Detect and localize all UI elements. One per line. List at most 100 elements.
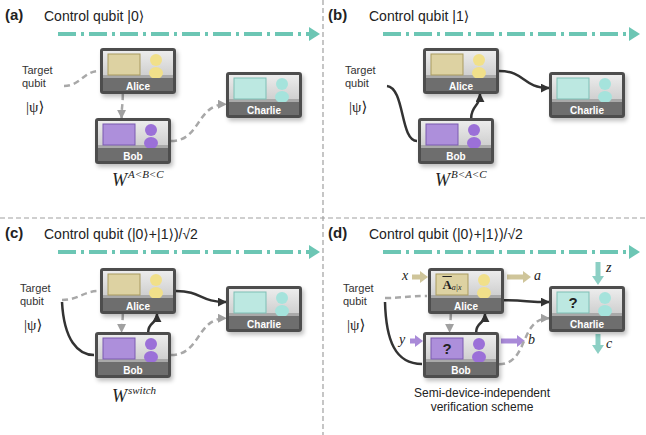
outcome-label: b (528, 332, 535, 348)
qubit-path (62, 302, 94, 355)
arrowhead (523, 271, 531, 283)
floor (98, 359, 168, 375)
qubit-path-connector (122, 314, 123, 332)
control-arrow (58, 250, 310, 254)
lab-box: Bob (418, 118, 494, 164)
qubit-path-connector (450, 314, 451, 332)
device-block (436, 274, 468, 295)
order-superscript: A<B<C (128, 168, 164, 180)
process-symbol: W (112, 386, 127, 407)
control-label: Control qubit (|0⟩+|1⟩)/√2 (369, 226, 523, 242)
order-superscript: switch (128, 384, 156, 396)
person-head (473, 338, 485, 350)
floor (426, 75, 496, 91)
arrowhead (309, 27, 320, 41)
control-label: Control qubit |0⟩ (44, 8, 144, 24)
qubit-path-connector (176, 291, 226, 302)
party-name: Bob (451, 365, 470, 376)
qubit-path (64, 71, 99, 86)
lab-box: ?Bob (423, 332, 499, 378)
name-strip: Alice (426, 78, 496, 91)
device-block (557, 292, 589, 313)
lab-box: ? Charlie (549, 286, 625, 332)
target-label: Target qubit (343, 282, 381, 308)
floor (552, 99, 622, 115)
party-name: Alice (126, 81, 150, 92)
control-arrow (383, 32, 630, 36)
control-label: Control qubit (|0⟩+|1⟩)/√2 (44, 226, 198, 242)
qubit-path-connector (122, 94, 123, 118)
arrowhead (415, 335, 423, 347)
person-head (276, 292, 288, 304)
panel-separator (0, 217, 646, 218)
floor (103, 295, 173, 311)
order-superscript: B<A<C (451, 168, 487, 180)
party-name: Alice (454, 301, 478, 312)
name-strip: Charlie (229, 316, 299, 329)
qubit-path (387, 86, 417, 141)
target-label: Target qubit (345, 64, 383, 90)
qubit-path (385, 302, 422, 364)
panel-letter: (c) (5, 224, 23, 241)
panel-letter: (a) (5, 6, 23, 23)
party-name: Charlie (247, 319, 281, 330)
lab-box: Alice (423, 48, 499, 94)
device-block (108, 274, 140, 295)
qubit-path-connector (476, 314, 485, 332)
device-block (108, 54, 140, 75)
device-symbol: ? (442, 340, 451, 357)
floor (103, 75, 173, 91)
floor (431, 295, 501, 311)
arrowhead (629, 27, 640, 41)
name-strip: Bob (98, 148, 168, 161)
state-label: |ψ⟩ (349, 98, 367, 116)
party-name: Charlie (570, 105, 604, 116)
lab-box: Charlie (226, 72, 302, 118)
qubit-path-connector (471, 94, 480, 118)
device-label: ? (557, 292, 589, 313)
qubit-path (62, 291, 99, 300)
qubit-path-connector (499, 71, 549, 88)
device-block (426, 124, 458, 145)
name-strip: Bob (98, 362, 168, 375)
lab-box: Bob (95, 332, 171, 378)
qubit-path-connector (171, 104, 226, 141)
person-head (150, 274, 162, 286)
setting-label: x (402, 268, 408, 284)
arrowhead (629, 245, 640, 259)
party-name: Charlie (570, 319, 604, 330)
lab-box: Alice (100, 268, 176, 314)
person-head (599, 292, 611, 304)
name-strip: Alice (103, 78, 173, 91)
device-subscript: a|x (452, 283, 462, 292)
party-name: Alice (449, 81, 473, 92)
person-head (478, 274, 490, 286)
control-arrow (383, 250, 630, 254)
panel-letter: (b) (328, 6, 347, 23)
name-strip: Charlie (552, 316, 622, 329)
process-symbol: W (112, 170, 127, 191)
party-name: Bob (446, 151, 465, 162)
person-head (473, 54, 485, 66)
qubit-path-connector (171, 318, 226, 355)
person-head (145, 338, 157, 350)
lab-box: Charlie (549, 72, 625, 118)
person-head (599, 78, 611, 90)
control-arrow (58, 32, 310, 36)
party-name: Bob (123, 151, 142, 162)
party-name: Alice (126, 301, 150, 312)
floor (421, 145, 491, 161)
qubit-path (385, 296, 427, 298)
arrowhead (420, 271, 428, 283)
target-label: Target qubit (22, 64, 60, 90)
output-arrow (507, 275, 524, 280)
device-block (103, 338, 135, 359)
name-strip: Charlie (229, 102, 299, 115)
floor (426, 359, 496, 375)
qubit-path-connector (504, 300, 549, 302)
state-label: |ψ⟩ (347, 316, 365, 334)
scheme-caption: Semi-device-independent verification sch… (392, 386, 572, 414)
device-block (103, 124, 135, 145)
control-label: Control qubit |1⟩ (369, 8, 469, 24)
floor (229, 99, 299, 115)
